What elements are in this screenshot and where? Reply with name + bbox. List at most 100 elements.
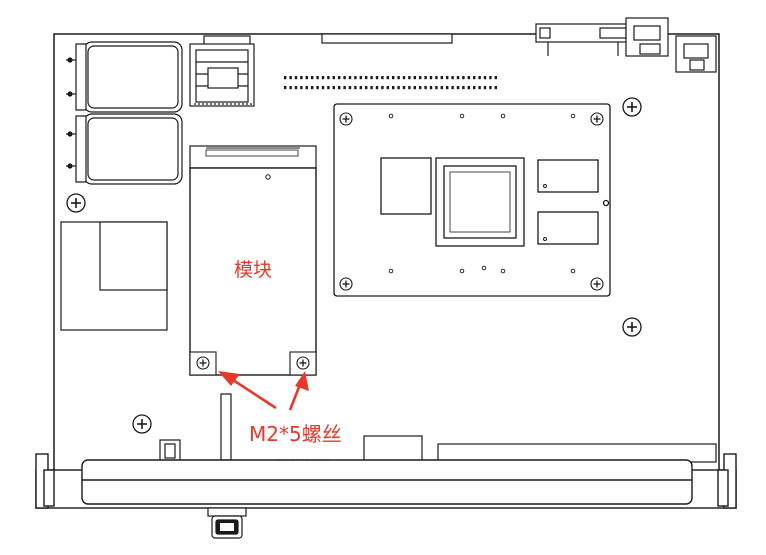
header-pin [489,86,492,90]
header-pin [381,76,384,80]
mounting-hole-bottom-left [132,414,152,434]
header-pin [451,86,454,90]
header-pin [332,76,335,80]
header-pin [321,76,325,80]
module-label: 模块 [234,259,272,281]
header-pin [343,86,346,90]
header-pin [462,86,465,90]
header-pin [289,76,292,80]
header-pin [440,86,443,90]
core-hole-bl [339,277,353,291]
header-pin [435,86,438,90]
header-pin [305,76,308,80]
header-pin [397,86,400,90]
header-pin [446,76,449,80]
header-pin [294,76,298,80]
mounting-hole-right-top [622,97,642,117]
header-pin [332,86,335,90]
header-pin [300,76,303,80]
header-pin [392,86,395,90]
header-pin [338,76,341,80]
header-pin [284,76,287,80]
mounting-hole-right-bottom [622,317,642,337]
header-pin [375,86,379,90]
header-pin [348,76,352,80]
front-panel [35,453,737,509]
sd-card-slot [189,35,255,107]
header-pin [467,76,470,80]
core-board-dots [388,113,576,274]
annotation-arrows [218,371,309,411]
header-pin [343,76,346,80]
header-pin [424,86,427,90]
header-pin [402,76,406,80]
header-pin [478,86,481,90]
header-pin [370,86,373,90]
header-pin [316,76,319,80]
header-pin [413,76,416,80]
header-pin [494,76,497,80]
header-pin [289,86,292,90]
header-pin [316,86,319,90]
top-header-connector [321,33,453,44]
module-card [189,145,317,376]
header-pin [321,86,325,90]
header-pin [375,76,379,80]
core-board [333,103,611,297]
header-pin [327,86,330,90]
header-pin [483,76,487,80]
header-pin [473,76,476,80]
header-pin [462,76,465,80]
header-pin [408,86,411,90]
header-pin [311,86,314,90]
capacitor-top [66,41,183,113]
header-pin [424,76,427,80]
header-pin [284,86,287,90]
pin-header [284,76,497,90]
header-pin [365,86,368,90]
header-pin [305,86,308,90]
header-pin [300,86,303,90]
header-pin [429,76,433,80]
header-pin [386,86,389,90]
header-pin [408,76,411,80]
header-pin [338,86,341,90]
core-hole-br [590,277,604,291]
header-pin [483,86,487,90]
left-component-block [60,221,168,331]
module-screw-left [196,356,210,370]
header-pin [348,86,352,90]
core-hole-tr [590,112,604,126]
header-pin [402,86,406,90]
module-screw-right [296,356,310,370]
header-pin [370,76,373,80]
header-pin [359,76,362,80]
header-pin [456,86,460,90]
header-pin [354,76,357,80]
header-pin [473,86,476,90]
header-pin [429,86,433,90]
header-pin [392,76,395,80]
header-pin [365,76,368,80]
header-pin [413,86,416,90]
capacitor-bottom [66,113,183,185]
header-pin [419,86,422,90]
header-pin [440,76,443,80]
header-pin [478,76,481,80]
header-pin [381,86,384,90]
header-pin [354,86,357,90]
header-pin [494,86,497,90]
core-hole-tl [339,112,353,126]
header-pin [456,76,460,80]
header-pin [397,76,400,80]
header-pin [386,76,389,80]
header-pin [446,86,449,90]
header-pin [359,86,362,90]
header-pin [419,76,422,80]
header-pin [294,86,298,90]
header-pin [489,76,492,80]
antenna-connector [207,507,247,539]
header-pin [327,76,330,80]
header-pin [467,86,470,90]
